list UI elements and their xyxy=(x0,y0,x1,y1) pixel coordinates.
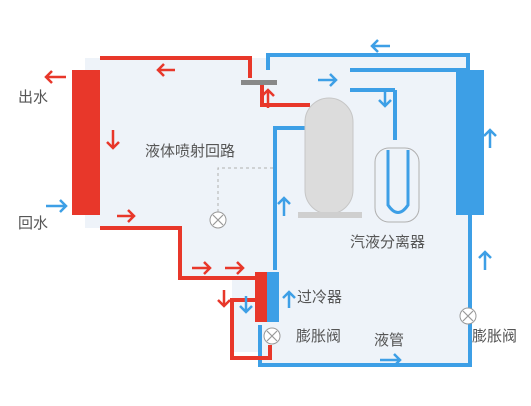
cold-pipe-subcooler-up xyxy=(273,126,305,270)
subcooler-blue xyxy=(267,272,279,322)
label-subcooler: 过冷器 xyxy=(297,288,343,306)
flow-arrow-blue-right-icon xyxy=(318,73,338,87)
label-injection-loop: 液体喷射回路 xyxy=(145,142,236,160)
hot-pipe-network xyxy=(100,56,310,360)
expansion-valve-right-icon xyxy=(459,307,477,325)
outlet-water-arrow-icon xyxy=(44,70,66,84)
cold-pipe-network xyxy=(258,53,472,367)
injection-valve-icon xyxy=(209,211,227,229)
compressor xyxy=(298,97,362,218)
expansion-valve-left-icon xyxy=(263,327,281,345)
flow-arrow-blue-up-left-icon xyxy=(277,196,291,216)
cold-pipe-separator-connect xyxy=(350,68,470,92)
label-expansion-valve-left: 膨胀阀 xyxy=(296,327,342,345)
four-way-valve xyxy=(241,80,277,85)
label-gas-liquid-separator: 汽液分离器 xyxy=(350,233,426,251)
flow-arrow-blue-down-icon xyxy=(378,88,392,108)
flow-arrow-red-down-left-icon xyxy=(106,130,120,150)
return-water-arrow-icon xyxy=(46,199,68,213)
hot-pipe-top xyxy=(100,56,252,78)
flow-arrow-blue-subcooler-down-icon xyxy=(239,296,253,314)
flow-arrow-blue-liquid-icon xyxy=(380,353,402,367)
evaporator-block xyxy=(456,70,484,215)
condenser-block xyxy=(72,70,100,215)
hot-pipe-expansion xyxy=(230,298,272,360)
flow-arrow-blue-subcooler-up-icon xyxy=(282,290,296,308)
flow-arrow-red-up-icon xyxy=(261,88,275,108)
cold-pipe-right-down xyxy=(258,212,472,367)
system-background xyxy=(85,55,470,365)
hot-pipe-discharge xyxy=(260,80,310,107)
injection-loop-dashed xyxy=(217,167,273,212)
label-expansion-valve-right: 膨胀阀 xyxy=(472,327,518,345)
flow-arrow-red-down-icon xyxy=(217,290,231,308)
label-return-water: 回水 xyxy=(18,214,49,232)
flow-arrow-blue-up-right-icon xyxy=(483,128,497,148)
label-outlet-water: 出水 xyxy=(18,88,49,106)
flow-arrow-blue-up-right2-icon xyxy=(478,250,492,270)
gas-liquid-separator xyxy=(374,147,420,223)
hot-pipe-bottom xyxy=(100,226,258,280)
cold-pipe-top xyxy=(266,53,470,70)
label-liquid-pipe: 液管 xyxy=(374,331,405,349)
flow-arrow-red-right2-icon xyxy=(225,261,245,275)
subcooler-red xyxy=(255,272,267,322)
flow-arrow-blue-top-icon xyxy=(370,39,390,53)
flow-arrow-red-bottom-icon xyxy=(117,209,136,223)
flow-arrow-red-top-icon xyxy=(156,63,175,77)
flow-arrow-red-right1-icon xyxy=(192,261,212,275)
